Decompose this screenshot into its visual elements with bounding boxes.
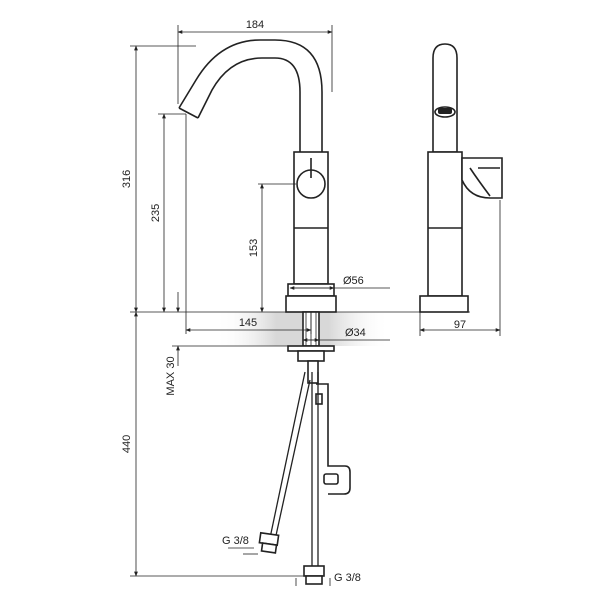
dim-label-height-lever: 153: [248, 239, 260, 257]
dim-label-hole-diameter: Ø34: [345, 327, 366, 339]
dim-label-max-deck: MAX 30: [165, 356, 177, 395]
front-view-faucet: [178, 39, 351, 585]
dim-label-thread-left: G 3/8: [222, 535, 249, 547]
dim-label-hose-length: 440: [121, 435, 133, 453]
dim-label-thread-right: G 3/8: [334, 572, 361, 584]
dim-label-height-spout: 235: [150, 204, 162, 222]
dim-label-base-diameter: Ø56: [343, 275, 364, 287]
dim-label-depth: 97: [454, 319, 466, 331]
side-view-faucet: [419, 43, 503, 313]
dimension-lines: [130, 25, 501, 586]
dim-label-reach: 145: [239, 317, 257, 329]
dim-label-width-spout: 184: [246, 19, 264, 31]
dim-label-height-total: 316: [121, 170, 133, 188]
